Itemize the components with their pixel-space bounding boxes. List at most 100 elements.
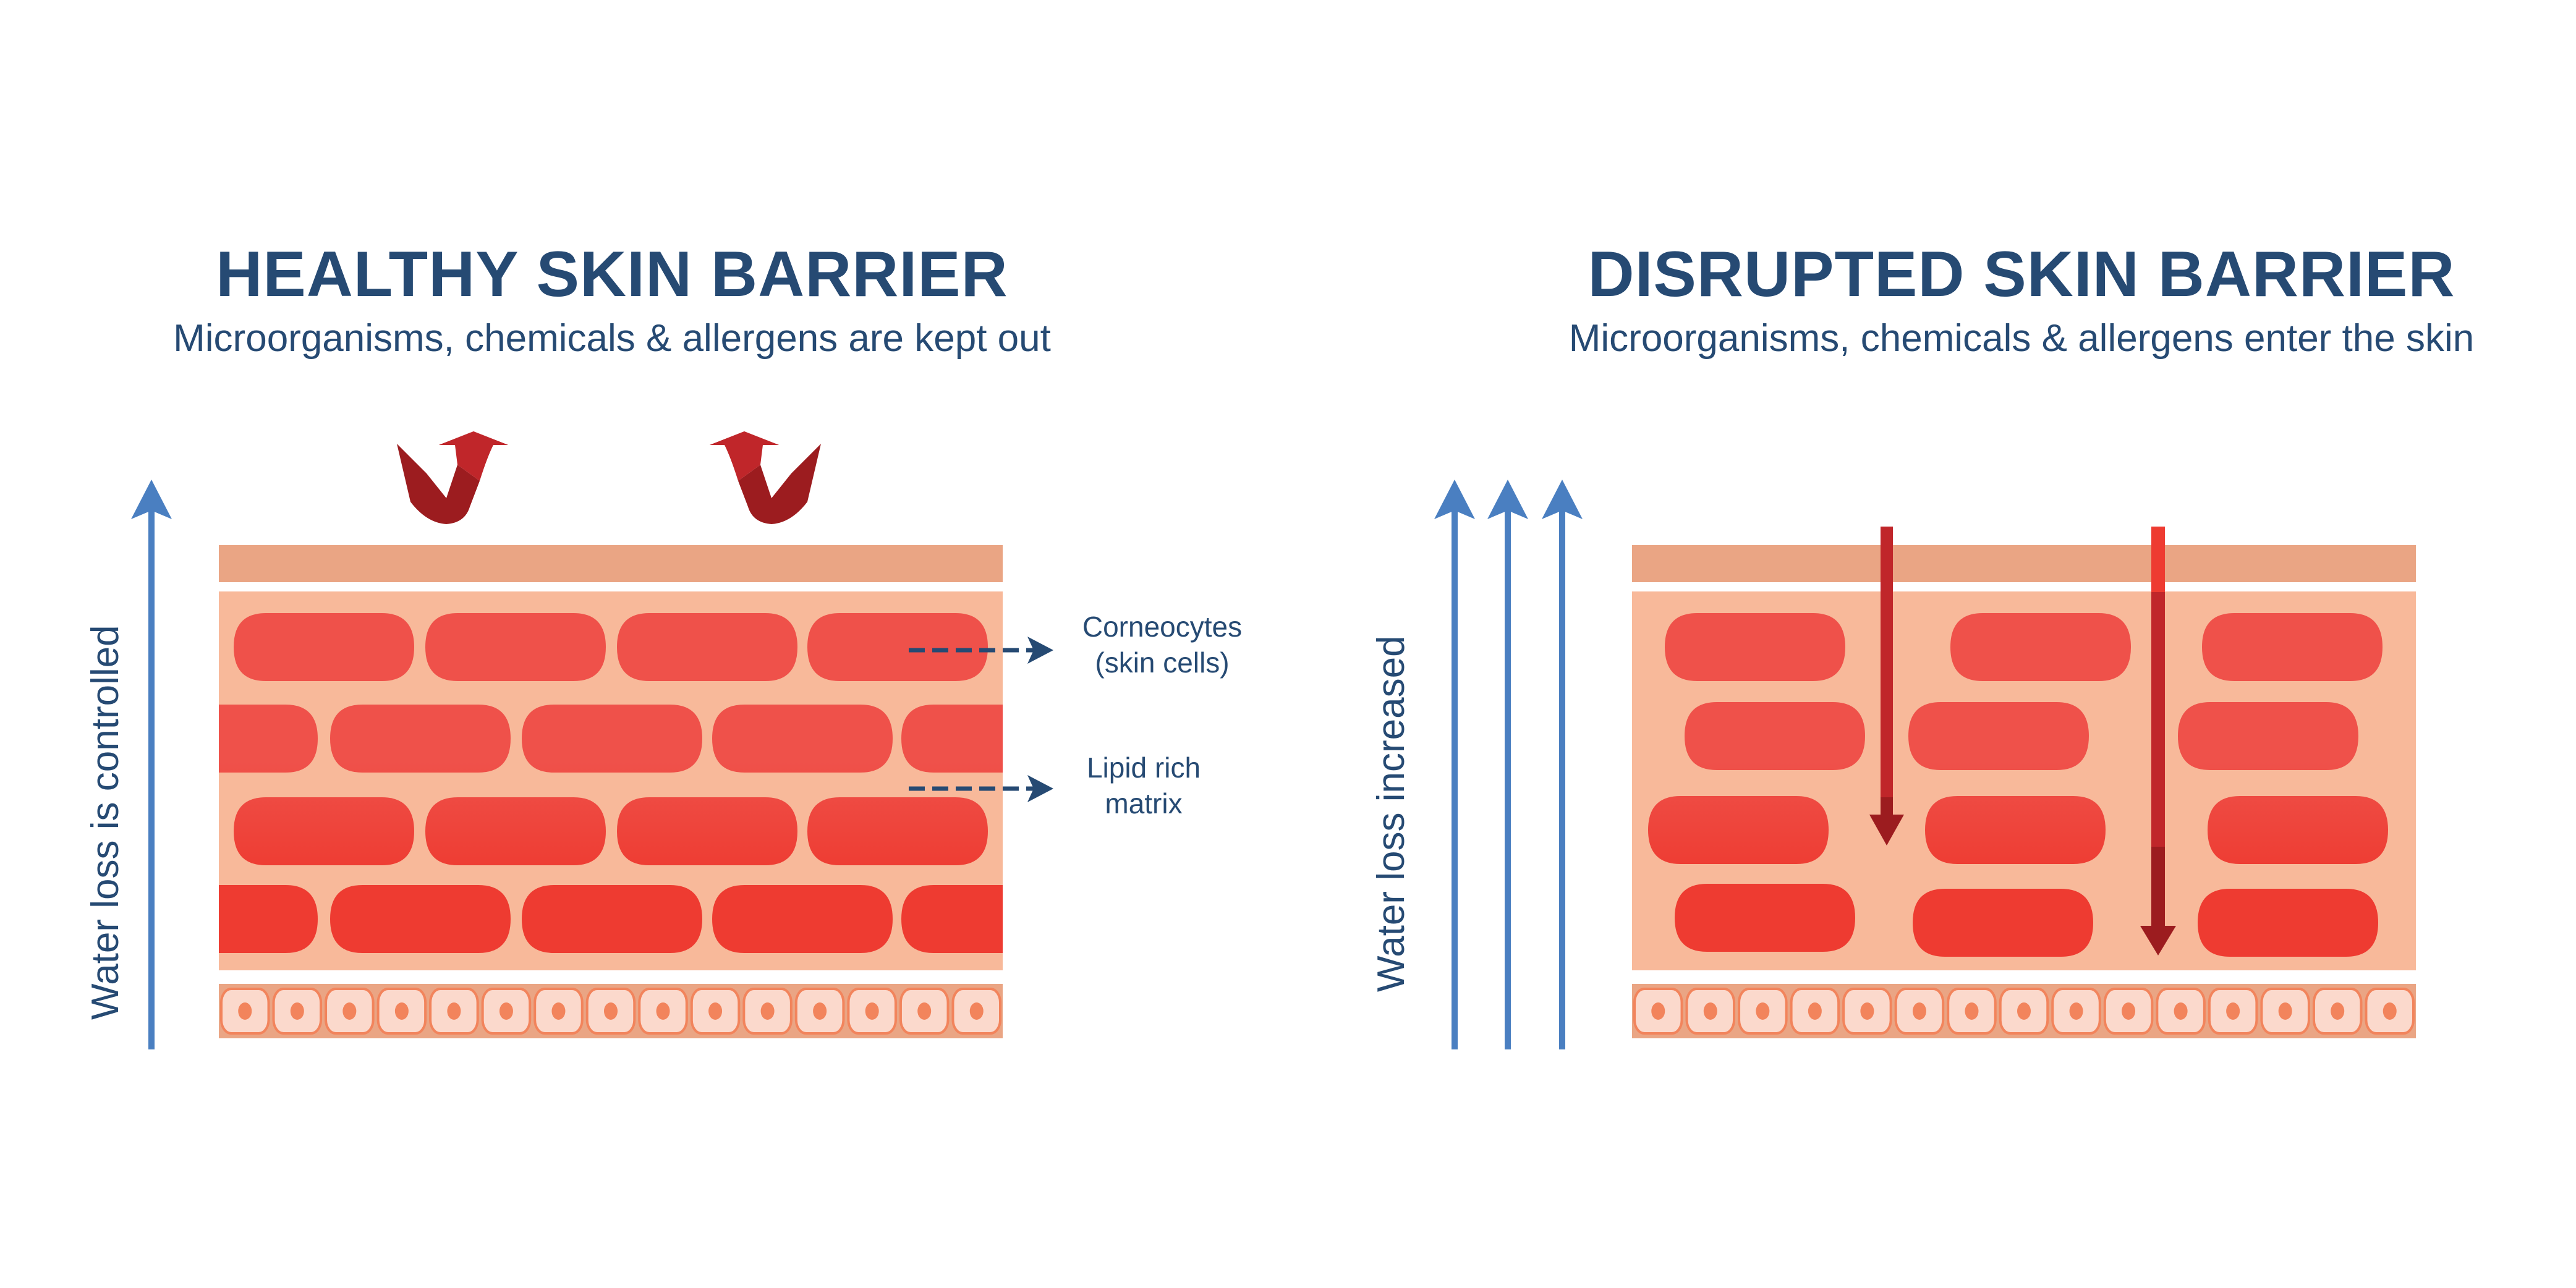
deflected-arrow-right-tip: [710, 431, 779, 445]
healthy-title: HEALTHY SKIN BARRIER: [216, 239, 1008, 310]
corneocyte: [1950, 613, 2131, 681]
deflected-arrow-left: [397, 431, 508, 524]
nucleus: [917, 1002, 932, 1020]
nucleus: [1651, 1002, 1665, 1020]
basal-cell: [742, 988, 793, 1035]
nucleus: [2331, 1002, 2345, 1020]
healthy-water-arrow: [131, 480, 172, 1049]
basal-cell: [847, 988, 897, 1035]
nucleus: [499, 1002, 513, 1020]
basal-cell: [1894, 988, 1945, 1035]
basal-cell: [1738, 988, 1788, 1035]
nucleus: [2383, 1002, 2397, 1020]
corneocyte: [425, 797, 606, 865]
nucleus: [238, 1002, 252, 1020]
corneocytes-label-line2: (skin cells): [1095, 646, 1230, 679]
corneocyte: [522, 705, 702, 773]
basal-cell: [899, 988, 950, 1035]
nucleus: [1965, 1002, 1979, 1020]
lipid-pointer: [909, 775, 1053, 802]
disrupted-water-arrow-1: [1434, 480, 1475, 1049]
water-arrow-head: [1434, 480, 1475, 519]
basal-cell: [533, 988, 584, 1035]
penetrating-arrow-short-shaft: [1881, 527, 1893, 799]
basal-cell: [481, 988, 532, 1035]
water-loss-arrows: [131, 480, 1583, 1049]
corneocyte: [1648, 796, 1829, 864]
basal-cell: [794, 988, 845, 1035]
disrupted-corneocytes: [1648, 613, 2388, 957]
deflected-arrow-left-shaft: [397, 444, 480, 524]
basal-cell: [2156, 988, 2206, 1035]
corneocyte: [712, 885, 893, 953]
deflected-arrow-right-shaft: [738, 444, 821, 524]
disrupted-basal-cells: [1633, 988, 2415, 1035]
disrupted-title: DISRUPTED SKIN BARRIER: [1588, 239, 2455, 310]
nucleus: [708, 1002, 723, 1020]
water-arrow-head: [1487, 480, 1528, 519]
corneocytes-pointer-head: [1027, 637, 1053, 664]
healthy-subtitle: Microorganisms, chemicals & allergens ar…: [173, 317, 1051, 360]
corneocyte: [219, 885, 318, 953]
disrupted-subtitle: Microorganisms, chemicals & allergens en…: [1568, 317, 2475, 360]
corneocyte: [234, 797, 414, 865]
corneocyte: [2198, 889, 2378, 957]
disrupted-water-arrow-2: [1487, 480, 1528, 1049]
basal-cell: [1790, 988, 1840, 1035]
penetrating-arrow-short-shaft-lower: [1881, 797, 1893, 816]
water-arrow-shaft: [1505, 499, 1511, 1049]
nucleus: [551, 1002, 566, 1020]
basal-cell: [2260, 988, 2310, 1035]
corneocyte: [330, 885, 511, 953]
nucleus: [1756, 1002, 1770, 1020]
basal-cell: [1842, 988, 1892, 1035]
healthy-top-layer: [219, 545, 1003, 582]
nucleus: [2122, 1002, 2136, 1020]
lipid-matrix-label: Lipid rich matrix: [1051, 750, 1236, 821]
basal-cell: [951, 988, 1002, 1035]
corneocyte: [712, 705, 893, 773]
nucleus: [760, 1002, 775, 1020]
nucleus: [2174, 1002, 2188, 1020]
nucleus: [1912, 1002, 1926, 1020]
basal-cell: [376, 988, 427, 1035]
penetrating-arrow-long-shaft-lower: [2151, 847, 2165, 927]
corneocyte: [2178, 702, 2358, 770]
healthy-panel: [219, 545, 1003, 1038]
nucleus: [1808, 1002, 1822, 1020]
disrupted-top-layer: [1632, 545, 2416, 582]
corneocyte: [617, 613, 797, 681]
basal-cell: [1999, 988, 2049, 1035]
corneocyte: [901, 885, 1003, 953]
water-arrow-head: [131, 480, 172, 519]
corneocyte: [219, 705, 318, 773]
corneocytes-pointer: [909, 637, 1053, 664]
corneocyte: [807, 797, 988, 865]
healthy-basal-cells: [220, 988, 1002, 1035]
nucleus: [2017, 1002, 2031, 1020]
basal-cell: [325, 988, 375, 1035]
nucleus: [604, 1002, 618, 1020]
penetrating-arrow-short-head: [1869, 815, 1904, 845]
basal-cell: [585, 988, 636, 1035]
nucleus: [2069, 1002, 2083, 1020]
nucleus: [342, 1002, 357, 1020]
nucleus: [1703, 1002, 1717, 1020]
lipid-pointer-head: [1027, 775, 1053, 802]
basal-cell: [2312, 988, 2363, 1035]
basal-cell: [1633, 988, 1683, 1035]
nucleus: [813, 1002, 827, 1020]
nucleus: [2226, 1002, 2240, 1020]
corneocyte: [1665, 613, 1845, 681]
corneocyte: [330, 705, 511, 773]
nucleus: [969, 1002, 984, 1020]
corneocyte: [1913, 889, 2093, 957]
nucleus: [447, 1002, 461, 1020]
basal-cell: [1947, 988, 1997, 1035]
nucleus: [290, 1002, 304, 1020]
corneocyte: [1685, 702, 1865, 770]
lipid-matrix-label-line1: Lipid rich: [1086, 752, 1201, 784]
basal-cell: [638, 988, 688, 1035]
deflected-arrow-right: [710, 431, 821, 524]
